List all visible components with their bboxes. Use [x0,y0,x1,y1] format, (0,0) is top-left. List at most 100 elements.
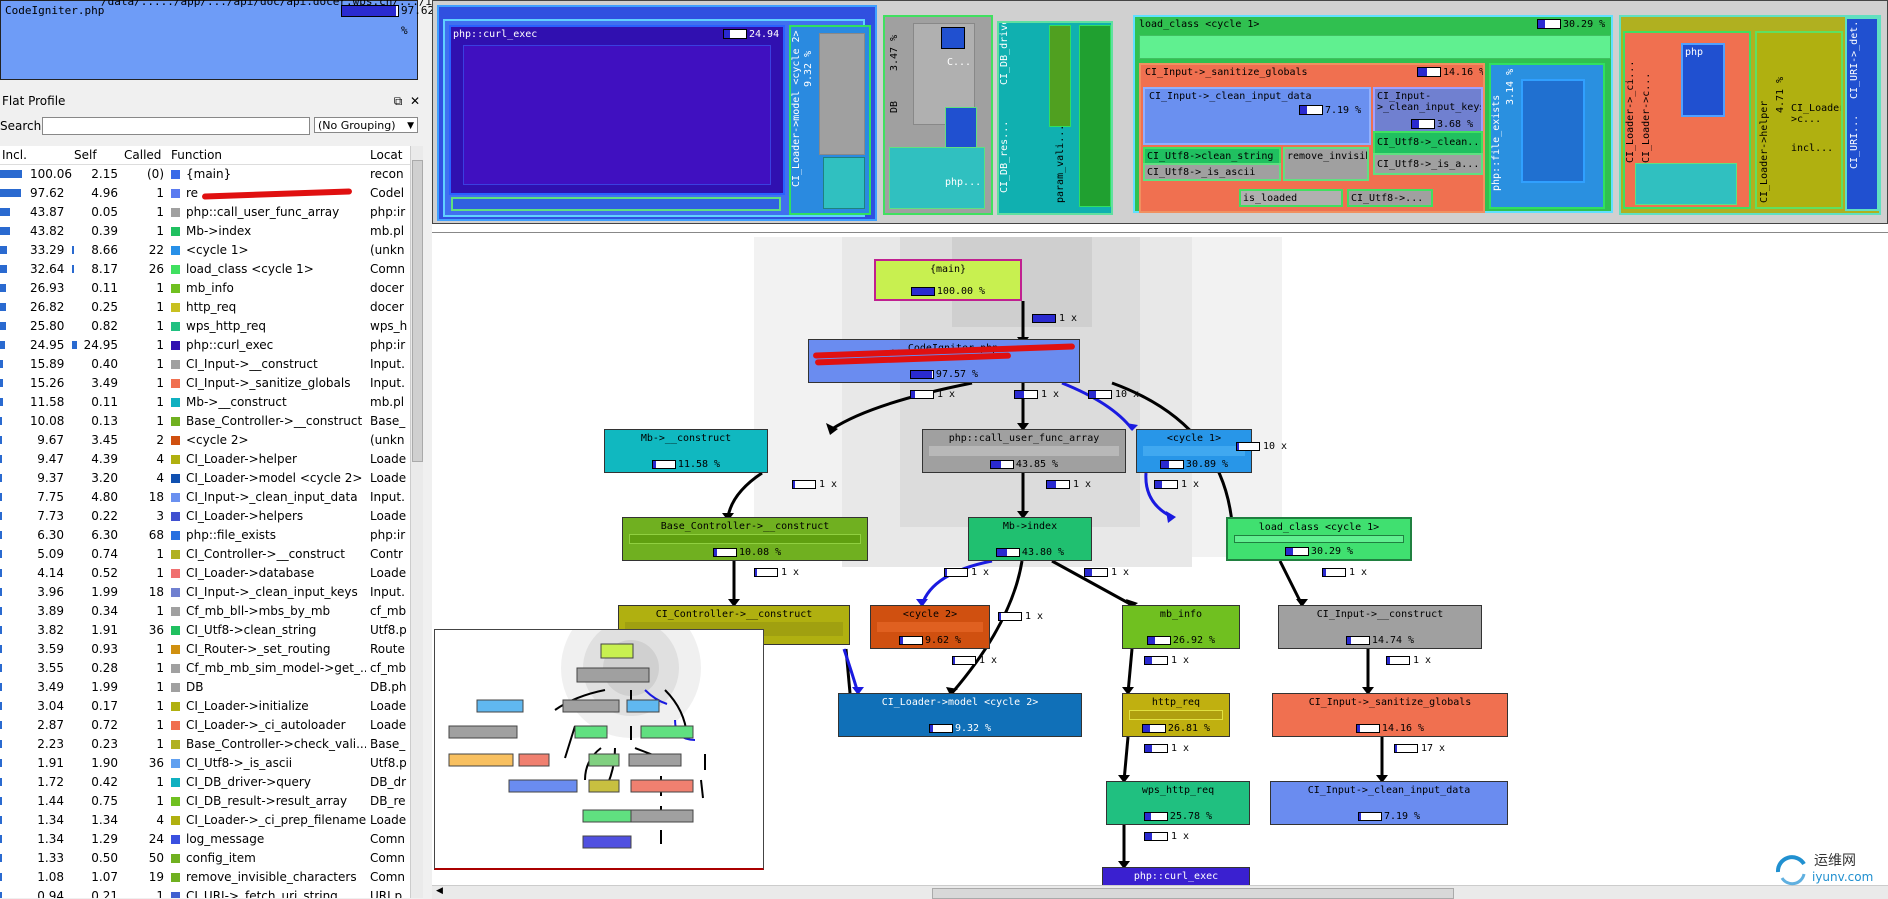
node-clean-input-data[interactable]: CI_Input->_clean_input_data 7.19 % [1270,781,1508,825]
node-wps-http-pct: 25.78 % [1169,811,1213,822]
node-sanitize-globals[interactable]: CI_Input->_sanitize_globals 14.16 % [1272,693,1508,737]
tm-cufa[interactable]: DB 3.47 % C... php... [883,15,993,215]
cell-self: 8.66 [91,243,118,257]
col-self[interactable]: Self [74,148,97,162]
node-main[interactable]: {main} 100.00 % [874,259,1022,301]
tm-curl-exec[interactable]: php::curl_exec 24.94 % [449,25,785,195]
node-mb-construct[interactable]: Mb->__construct 11.58 % [604,429,768,473]
tm-ci-loader-ci[interactable]: CI_Loader->_ci... CI_Loader->c... php [1623,31,1751,209]
tm-is-ascii2[interactable]: CI_Utf8->_is_a... [1373,153,1483,175]
tm-loader-model[interactable]: CI_Loader->model <cycle 2> 9.32 % [789,25,871,215]
count-ci-cycle1-text: 10 x [1115,389,1140,400]
count-cycle1-lc: 1 x [1154,479,1199,490]
tm-is-loaded[interactable]: is_loaded [1239,189,1343,207]
node-http-req[interactable]: http_req 26.81 % [1122,693,1230,737]
node-cycle2[interactable]: <cycle 2> 9.62 % [870,605,990,649]
node-loader-model[interactable]: CI_Loader->model <cycle 2> 9.32 % [838,693,1082,737]
tm-file-exists[interactable]: php::file_exists 3.14 % [1489,63,1605,209]
tm-utf8-clean2[interactable]: CI_Utf8->_clean... [1373,131,1483,155]
search-input[interactable] [42,117,310,135]
tm-is-ascii[interactable]: CI_Utf8->_is_ascii [1143,163,1281,181]
node-base-controller[interactable]: Base_Controller->__construct 10.08 % [622,517,868,561]
node-cycle1[interactable]: <cycle 1> 30.89 % [1136,429,1252,473]
incl-bar [0,740,2,748]
node-curl-exec[interactable]: php::curl_exec [1102,867,1250,887]
cell-location: (unkn [370,243,405,257]
close-icon[interactable]: ✕ [409,94,420,108]
tm-utf8-b[interactable]: CI_Utf8->... [1347,189,1433,207]
tm-clean-input-data[interactable]: CI_Input->_clean_input_data 7.19 % [1143,87,1371,145]
node-codeigniter[interactable]: ...CodeIgniter.php 97.57 % [808,339,1080,383]
scroll-left-icon[interactable]: ◀ [436,886,443,896]
col-location[interactable]: Locat [370,148,403,162]
tm-remove-inv[interactable]: remove_invisible... [1283,147,1369,181]
node-load-class[interactable]: load_class <cycle 1> 30.29 % [1226,517,1412,561]
graph-hscroll-thumb[interactable] [932,888,1454,899]
table-scrollbar[interactable] [410,146,423,898]
tm-db-block[interactable]: CI_DB_drive... CI_DB_res... param_vali..… [997,21,1113,215]
node-mb-index[interactable]: Mb->index 43.80 % [968,517,1092,561]
function-color-swatch [171,816,180,825]
tm-ci-uri[interactable]: CI_URI->_det... CI_URI... [1845,17,1879,211]
col-function[interactable]: Function [171,148,223,162]
grouping-select[interactable]: (No Grouping)▼ [314,117,418,133]
callee-treemap[interactable]: php::curl_exec 24.94 % CI_Loader->model … [432,0,1888,224]
callgraph-header-panel[interactable]: /data/...../app/.../api/doc/api.docer.wp… [0,0,485,80]
tm-helper[interactable]: CI_Loader->helper 4.71 % CI_Loader->c...… [1755,31,1843,209]
graph-minimap[interactable] [434,598,764,870]
node-wps-http-req[interactable]: wps_http_req 25.78 % [1106,781,1250,825]
call-graph[interactable]: {main} 100.00 % ...CodeIgniter.php 97.57… [432,232,1888,899]
graph-hscrollbar[interactable]: ◀ [432,885,1888,899]
cell-location: DB.ph [370,680,407,694]
node-ci-input[interactable]: CI_Input->__construct 14.74 % [1278,605,1482,649]
tm-incl-label: incl... [1791,143,1834,154]
scroll-thumb[interactable] [412,160,423,462]
tm-clean-input-keys[interactable]: CI_Input->_clean_input_keys 3.68 % [1373,87,1483,137]
col-incl[interactable]: Incl. [2,148,27,162]
node-mb-info[interactable]: mb_info 26.92 % [1122,605,1240,649]
node-call-user-func-array[interactable]: php::call_user_func_array 43.85 % [922,429,1126,473]
float-icon[interactable]: ⧉ [393,94,403,108]
node-cycle2-name: <cycle 2> [902,609,958,620]
col-called[interactable]: Called [124,148,162,162]
